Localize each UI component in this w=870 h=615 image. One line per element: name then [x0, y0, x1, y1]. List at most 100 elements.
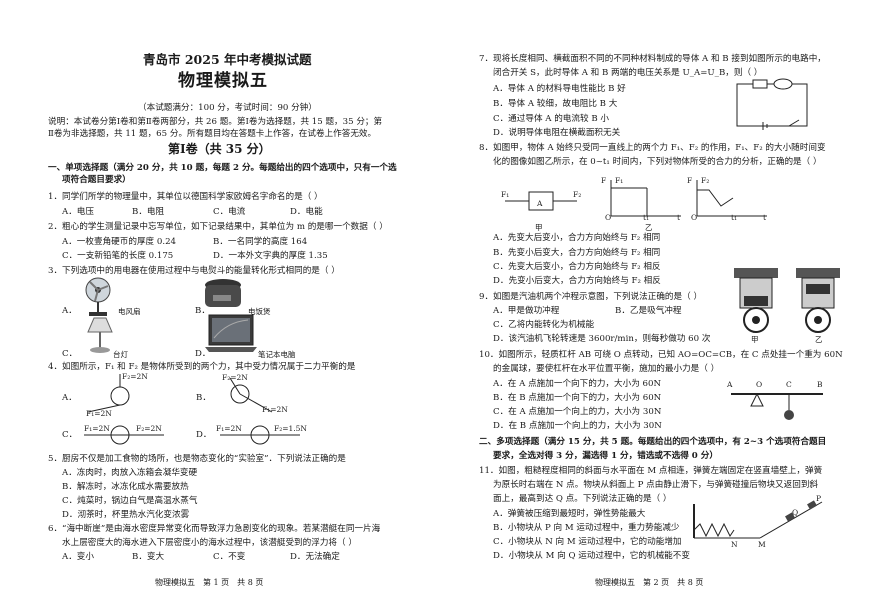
- q8-figure-jia: [505, 191, 577, 211]
- instructions-line-2: Ⅱ卷为非选择题，共 11 题，65 分。所有题目均在答题卡上作答，在试卷上作答无…: [48, 129, 377, 139]
- part-title: 第Ⅰ卷（共 35 分）: [168, 142, 271, 156]
- q9-stem: 9．如图是汽油机两个冲程示意图，下列说法正确的是（ ）: [479, 292, 703, 302]
- q10-label-a: A: [727, 380, 733, 389]
- q8-option-b: B．先变小后变大，合力方向始终与 F₂ 相同: [493, 248, 661, 258]
- q10-stem-2: 的金属球，要使杠杆在水平位置平衡，施加的最小力是（ ）: [493, 364, 720, 374]
- q8-stem-1: 8．如图甲，物体 A 始终只受同一直线上的两个力 F₁、F₂ 的作用，F₁、F₂…: [479, 143, 826, 153]
- q8-g2-series: F₂: [701, 176, 710, 185]
- q1-stem: 1．同学们所学的物理量中，其单位以德国科学家欧姆名字命名的是（ ）: [48, 192, 323, 202]
- q9-option-c: C．乙将内能转化为机械能: [493, 320, 595, 330]
- q8-g2-origin: O: [691, 213, 698, 222]
- q2-option-b: B．一名同学的高度 164: [213, 237, 308, 247]
- q6-option-c: C．不变: [213, 552, 246, 562]
- q4-option-c: C．: [62, 430, 78, 440]
- q6-option-a: A．变小: [62, 552, 94, 562]
- q9-option-d: D．该汽油机飞轮转速是 3600r/min，则每秒做功 60 次: [493, 334, 711, 344]
- caption-laptop: 笔记本电脑: [258, 350, 296, 359]
- caption-rice-cooker: 电饭煲: [248, 307, 271, 316]
- q11-label-n: N: [731, 540, 738, 549]
- q8-graph-f1: [610, 180, 681, 217]
- q11-slope-spring-figure: [693, 500, 823, 539]
- q2-stem: 2．粗心的学生测量记录中忘写单位，如下记录结果中，其单位为 m 的是哪一个数据（…: [48, 222, 388, 232]
- q11-option-a: A．弹簧被压缩到最短时，弹性势能最大: [493, 509, 646, 519]
- q4-stem: 4．如图所示，F₁ 和 F₂ 是物体所受到的两个力，其中受力情况属于二力平衡的是: [48, 362, 356, 372]
- q4-c-f2: F₂=2N: [136, 424, 162, 433]
- q7-option-c: C．通过导体 A 的电流较 B 小: [493, 114, 609, 124]
- q4-a-f1: F₁=2N: [86, 409, 112, 418]
- q2-option-a: A．一枚壹角硬币的厚度 0.24: [62, 237, 177, 247]
- q10-option-c: C．在 A 点施加一个向上的力，大小为 30N: [493, 407, 662, 417]
- q8-option-d: D．先变小后变大，合力方向始终与 F₂ 相反: [493, 276, 661, 286]
- q4-figure-b: [229, 377, 273, 413]
- q8-label-a: A: [537, 199, 543, 208]
- q4-figure-c: [84, 425, 164, 445]
- q11-option-b: B．小物块从 P 向 M 运动过程中，重力势能减少: [493, 523, 680, 533]
- q2-option-d: D．一本外文字典的厚度 1.35: [213, 251, 328, 261]
- q6-stem-1: 6．“海中断崖”是由海水密度异常变化而导致浮力急剧变化的现象。若某潜艇在同一片海: [48, 524, 381, 534]
- q5-option-b: B．解冻时，冰冻化成水需要放热: [62, 482, 189, 492]
- q4-b-f1: F₁=2N: [262, 405, 288, 414]
- q10-option-a: A．在 A 点施加一个向下的力，大小为 60N: [493, 379, 661, 389]
- q8-g1-t1: t₁: [643, 213, 650, 222]
- q8-label-f1: F₁: [501, 190, 510, 199]
- q7-stem-2: 闭合开关 S，此时导体 A 和 B 两端的电压关系是 U_A=U_B，则（ ）: [493, 68, 763, 78]
- footer-right: 物理模拟五 第 2 页 共 8 页: [595, 578, 704, 587]
- q9-option-b: B．乙是吸气冲程: [615, 306, 682, 316]
- q4-figure-a: [87, 374, 130, 413]
- exam-subtitle: 物理模拟五: [178, 71, 268, 91]
- q11-label-m: M: [758, 540, 766, 549]
- q9-engine-figure: [734, 268, 840, 333]
- q4-option-d: D．: [196, 430, 212, 440]
- q8-g1-axis-f: F: [601, 176, 607, 185]
- q5-option-c: C．炖菜时，锅边白气是高温水蒸气: [62, 496, 198, 506]
- laptop-image: [205, 314, 257, 352]
- q8-option-a: A．先变大后变小，合力方向始终与 F₂ 相同: [493, 233, 661, 243]
- page-right: 7．现将长度相同、横截面积不同的不同种材料制成的导体 A 和 B 接到如图所示的…: [435, 0, 870, 615]
- q3-option-b: B．: [195, 306, 210, 316]
- q10-stem-1: 10．如图所示，轻质杠杆 AB 可绕 O 点转动，已知 AO=OC=CB，在 C…: [479, 350, 843, 360]
- q11-stem-3: 面上，最高到达 Q 点。下列说法正确的是（ ）: [493, 494, 672, 504]
- q8-g1-origin: O: [605, 213, 612, 222]
- q11-label-p: P: [816, 494, 822, 503]
- section1-heading-2: 项符合题目要求）: [62, 175, 131, 185]
- q6-option-d: D．无法确定: [290, 552, 340, 562]
- q4-a-f2: F₂=2N: [122, 372, 148, 381]
- electric-fan-image: [85, 277, 111, 316]
- q7-option-d: D．说明导体电阻在横截面积无关: [493, 128, 621, 138]
- exam-title: 青岛市 2025 年中考模拟试题: [143, 52, 312, 67]
- q8-graph-f2: [696, 180, 767, 217]
- q4-option-a: A．: [62, 393, 77, 403]
- q6-stem-2: 水上层密度大的海水进入下层密度小的海水过程中，该潜艇受到的浮力将（ ）: [62, 538, 357, 548]
- q5-stem: 5．厨房不仅是加工食物的场所，也是物态变化的“实验室”．下列说法正确的是: [48, 454, 346, 464]
- q3-option-d: D．: [195, 349, 211, 359]
- q4-figure-d: [220, 425, 300, 445]
- q11-option-c: C．小物块从 N 向 M 运动过程中，它的动能增加: [493, 537, 682, 547]
- exam-meta: （本试题满分：100 分，考试时间：90 分钟）: [138, 103, 317, 113]
- q10-lever-figure: [731, 392, 823, 420]
- q3-option-c: C．: [62, 349, 78, 359]
- q5-option-d: D．沏茶时，杯里热水汽化变浓雾: [62, 510, 190, 520]
- q10-label-o: O: [756, 380, 763, 389]
- q3-option-a: A．: [62, 306, 77, 316]
- caption-lamp: 台灯: [113, 350, 128, 359]
- q8-g2-axis-f: F: [687, 176, 693, 185]
- q4-option-b: B．: [196, 393, 211, 403]
- section2-heading-2: 要求，全选对得 3 分，漏选得 1 分，错选或不选得 0 分）: [493, 451, 718, 461]
- q1-option-c: C．电流: [213, 207, 246, 217]
- q7-option-a: A．导体 A 的材料导电性能比 B 好: [493, 84, 626, 94]
- q8-stem-2: 化的图像如图乙所示，在 0~t₁ 时间内，下列对物体所受的合力的分析，正确的是（…: [493, 157, 822, 167]
- q1-option-d: D．电能: [290, 207, 323, 217]
- q9-caption-yi: 乙: [815, 335, 823, 344]
- q8-g1-t: t: [677, 213, 681, 222]
- footer-left: 物理模拟五 第 1 页 共 8 页: [155, 578, 264, 587]
- q7-option-b: B．导体 A 较细，故电阻比 B 大: [493, 99, 618, 109]
- page-left: 青岛市 2025 年中考模拟试题 物理模拟五 （本试题满分：100 分，考试时间…: [48, 52, 397, 587]
- q11-stem-2: 为原长时右端在 N 点。物块从斜面上 P 点由静止滑下，与弹簧碰撞后物块又返回到…: [493, 480, 819, 490]
- q2-option-c: C．一支新铅笔的长度 0.175: [62, 251, 174, 261]
- q4-b-f2: F₂=2N: [222, 373, 248, 382]
- q9-option-a: A．甲是做功冲程: [493, 306, 560, 316]
- q11-stem-1: 11．如图，粗糙程度相同的斜面与水平面在 M 点相连，弹簧左端固定在竖直墙壁上，…: [479, 466, 823, 476]
- q1-option-a: A．电压: [62, 207, 94, 217]
- q10-label-b: B: [817, 380, 823, 389]
- q4-d-f1: F₁=2N: [216, 424, 242, 433]
